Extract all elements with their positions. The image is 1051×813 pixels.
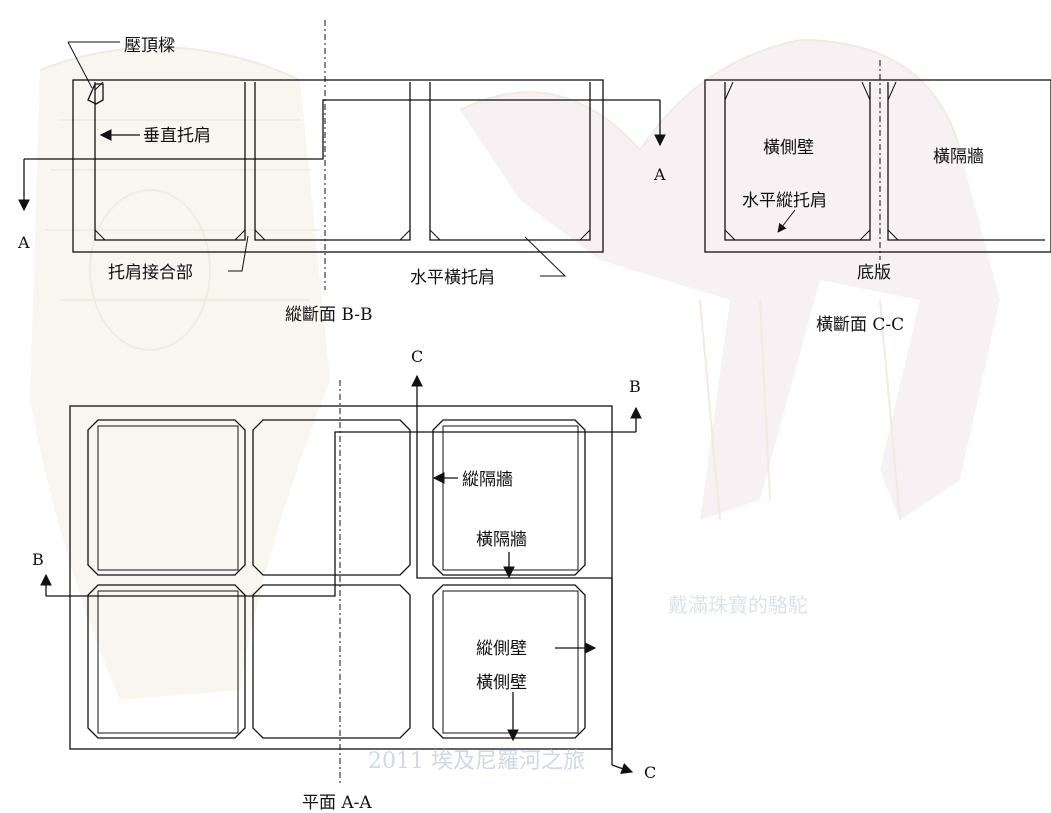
section-marker-c-top: C xyxy=(411,347,423,366)
longitudinal-partition-label: 縱隔牆 xyxy=(462,470,513,490)
section-marker-b-left: B xyxy=(32,550,44,569)
longitudinal-section-drawing xyxy=(18,20,666,290)
transverse-section-drawing xyxy=(704,60,1051,260)
watermark-camel: 戴滿珠寶的駱駝 xyxy=(668,593,808,617)
section-marker-c-bottom: C xyxy=(644,763,656,782)
haunch-joint-label: 托肩接合部 xyxy=(108,263,193,283)
transverse-side-wall-plan-label: 橫側壁 xyxy=(476,673,527,693)
watermark-caption: 2011 埃及尼羅河之旅 xyxy=(368,749,585,774)
transverse-partition-label: 橫隔牆 xyxy=(933,147,984,167)
longitudinal-side-wall-label: 縱側壁 xyxy=(476,639,527,659)
horizontal-transverse-haunch-label: 水平橫托肩 xyxy=(410,268,495,288)
transverse-section-title: 橫斷面 C-C xyxy=(816,315,904,335)
vertical-haunch-label: 垂直托肩 xyxy=(143,126,211,146)
base-slab-label: 底版 xyxy=(857,263,891,283)
horizontal-longitudinal-haunch-label: 水平縱托肩 xyxy=(742,191,827,211)
longitudinal-section-title: 縱斷面 B-B xyxy=(285,305,372,325)
pressure-beam-label: 壓頂樑 xyxy=(124,36,175,56)
transverse-side-wall-label: 橫側壁 xyxy=(763,138,814,158)
background-camel-sketch xyxy=(459,38,1000,521)
section-marker-a-right: A xyxy=(653,165,666,184)
section-marker-a-left: A xyxy=(17,233,30,252)
transverse-partition-plan-label: 橫隔牆 xyxy=(476,530,527,550)
plan-title: 平面 A-A xyxy=(302,793,372,813)
plan-drawing xyxy=(40,374,642,785)
section-marker-b-top: B xyxy=(629,377,641,396)
